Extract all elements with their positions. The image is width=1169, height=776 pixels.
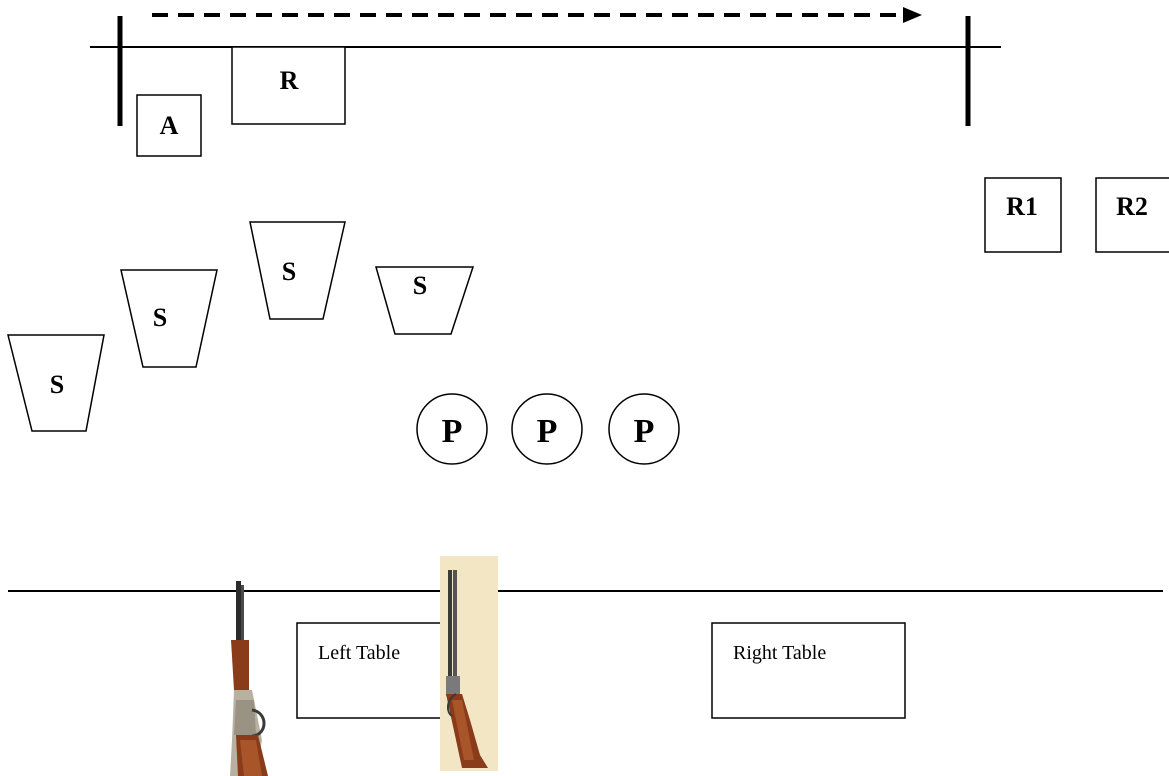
box-r2: R2 — [1095, 177, 1169, 253]
movement-arrow — [152, 7, 922, 23]
steel-target: S — [7, 334, 105, 432]
steel-target: S — [249, 221, 346, 320]
pistol-target-label: P — [537, 413, 558, 450]
box-r2-label: R2 — [1116, 192, 1148, 221]
pistol-target: P — [608, 393, 680, 465]
right-table: Right Table — [711, 622, 906, 719]
pistol-target: P — [416, 393, 488, 465]
steel-target-label: S — [50, 370, 64, 399]
steel-target-label: S — [282, 257, 296, 286]
steel-target: S — [375, 266, 475, 335]
pistol-target-label: P — [634, 413, 655, 450]
box-a: A — [136, 94, 202, 157]
steel-target: S — [120, 269, 218, 368]
steel-target-label: S — [153, 303, 167, 332]
pistol-target: P — [511, 393, 583, 465]
left-table-label: Left Table — [318, 642, 400, 664]
right-table-label: Right Table — [733, 642, 826, 664]
left-table: Left Table — [296, 622, 453, 719]
pistol-target-label: P — [442, 413, 463, 450]
box-a-label: A — [160, 111, 179, 140]
lever-action-rifle-icon — [230, 581, 268, 776]
box-r: R — [231, 46, 346, 125]
box-r1-label: R1 — [1006, 192, 1038, 221]
double-barrel-shotgun-icon — [440, 556, 498, 771]
steel-target-label: S — [413, 271, 427, 300]
box-r1: R1 — [984, 177, 1062, 253]
box-r-label: R — [280, 66, 299, 95]
